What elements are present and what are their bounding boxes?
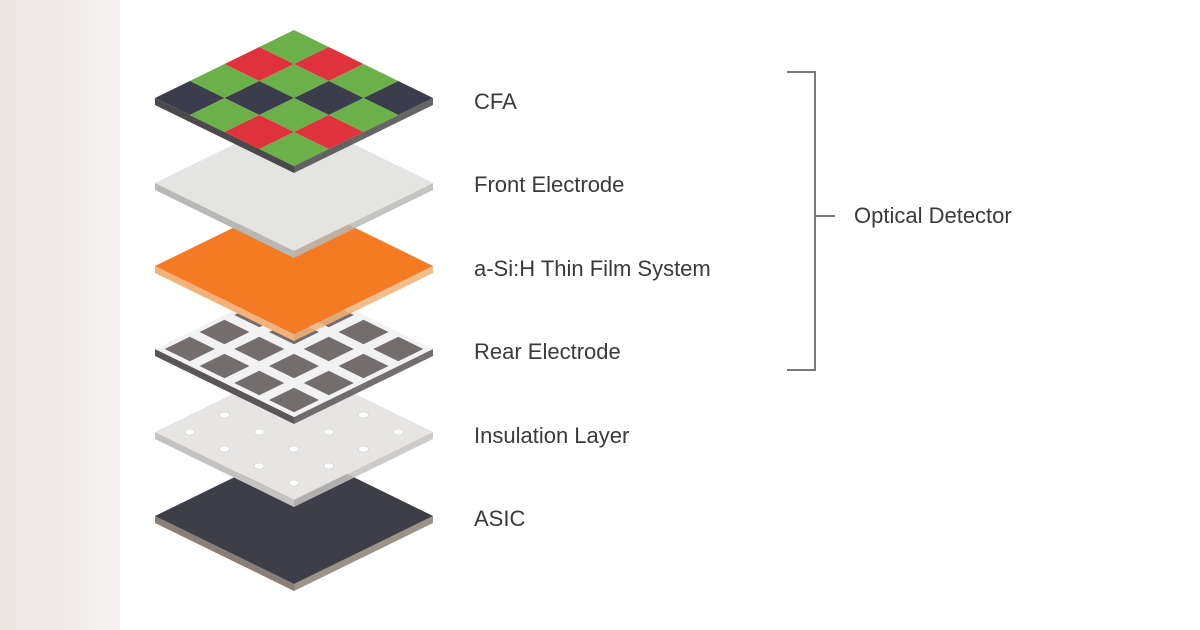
insulation-dot: [358, 445, 369, 453]
insulation-side-right: [294, 432, 433, 507]
asih-side-right: [294, 266, 433, 341]
insulation-dot: [358, 411, 369, 419]
layer-cfa: [155, 30, 433, 173]
layer-asih: [155, 198, 433, 341]
label-asic: ASIC: [474, 506, 526, 531]
rear-electrode-cell: [234, 370, 285, 396]
insulation-side-left: [155, 432, 294, 507]
cfa-tile-green: [189, 64, 260, 98]
cfa-tile-green: [259, 98, 329, 132]
insulation-dot: [323, 428, 335, 436]
cfa-tile-green: [328, 98, 399, 132]
insulation-dot: [288, 479, 300, 487]
insulation-top: [155, 364, 433, 500]
rear-electrode-cell: [373, 336, 424, 362]
cfa-tile-dark: [155, 81, 225, 115]
label-optical-detector: Optical Detector: [854, 203, 1012, 228]
insulation-dot: [219, 445, 230, 453]
rear-electrode-cell: [269, 353, 319, 379]
optical-detector-bracket: [787, 71, 835, 371]
cfa-tile-red: [224, 115, 294, 149]
label-asih-thin-film: a-Si:H Thin Film System: [474, 256, 711, 281]
cfa-tile-dark: [363, 81, 433, 115]
rear-electrode-cell: [234, 336, 285, 362]
background-panel: [0, 0, 120, 630]
label-cfa: CFA: [474, 89, 517, 114]
rear-electrode-cell: [338, 353, 389, 379]
rear-electrode-side-left: [155, 349, 294, 424]
label-insulation-layer: Insulation Layer: [474, 423, 630, 448]
cfa-tile-dark: [294, 81, 364, 115]
layer-stack-group: [155, 30, 433, 591]
rear-electrode-cell: [303, 370, 354, 396]
cfa-side-left: [155, 98, 294, 173]
front-electrode-side-right: [294, 183, 433, 258]
bracket-line: [787, 71, 816, 371]
insulation-dot: [288, 445, 300, 453]
rear-electrode-cell: [199, 353, 250, 379]
label-front-electrode: Front Electrode: [474, 172, 625, 197]
insulation-dot: [219, 411, 230, 419]
layer-asic: [155, 448, 433, 591]
label-rear-electrode: Rear Electrode: [474, 339, 621, 364]
cfa-tile-red: [294, 115, 364, 149]
rear-electrode-side-right: [294, 349, 433, 424]
front-electrode-top: [155, 115, 433, 251]
rear-electrode-cell: [199, 319, 250, 345]
cfa-tile-green: [328, 64, 399, 98]
asih-top: [155, 198, 433, 334]
rear-electrode-cell: [338, 319, 389, 345]
cfa-tile-green: [259, 30, 329, 64]
front-electrode-side-left: [155, 183, 294, 258]
rear-electrode-cell: [303, 336, 354, 362]
asih-side-left: [155, 266, 294, 341]
rear-electrode-cell: [164, 336, 215, 362]
cfa-tile-green: [259, 64, 329, 98]
cfa-tile-green: [259, 132, 329, 166]
cfa-tile-green: [189, 98, 260, 132]
insulation-dot: [184, 428, 196, 436]
rear-electrode-top: [155, 281, 433, 417]
cfa-tile-red: [224, 47, 294, 81]
asic-top: [155, 448, 433, 584]
insulation-dot: [323, 462, 335, 470]
cfa-side-right: [294, 98, 433, 173]
insulation-dot: [392, 428, 404, 436]
cfa-tile-red: [294, 47, 364, 81]
insulation-dot: [253, 428, 265, 436]
asic-side-left: [155, 516, 294, 591]
layer-front-electrode: [155, 115, 433, 258]
cfa-tile-dark: [224, 81, 294, 115]
layer-rear-electrode: [155, 281, 433, 424]
rear-electrode-cell: [269, 387, 319, 413]
insulation-dot: [253, 462, 265, 470]
asic-side-right: [294, 516, 433, 591]
